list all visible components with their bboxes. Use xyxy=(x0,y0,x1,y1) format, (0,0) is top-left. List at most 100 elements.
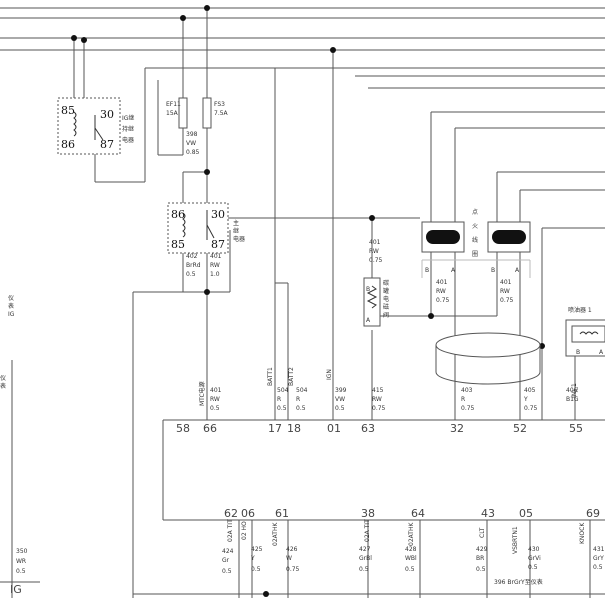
coil-label: 点火线圈 xyxy=(472,208,478,258)
main-relay-w1-color: BrRd xyxy=(186,262,201,269)
fuse-fs3-name: FS3 xyxy=(214,101,225,108)
coil-right-color: RW xyxy=(500,288,510,295)
upper-pin: 18 xyxy=(287,422,301,435)
lower-pin: 38 xyxy=(361,507,375,520)
lower-pin: 43 xyxy=(481,507,495,520)
ig-relay: 85 86 30 87 IG继持继电器 xyxy=(57,97,134,155)
upper-w4-code: 415 xyxy=(372,387,384,394)
lower-w3-color: GrBl xyxy=(359,555,372,562)
lower-w7-color: GrY xyxy=(593,555,604,562)
lower-signal: 02ATHK xyxy=(408,522,415,546)
main-relay-w1-size: 0.5 xyxy=(186,271,196,278)
ig-relay-pin30: 30 xyxy=(100,108,114,121)
lower-signal: VSBRTN1 xyxy=(512,526,519,554)
left-wire-code: 350 xyxy=(16,548,28,555)
upper-w3-color: VW xyxy=(335,396,345,403)
upper-w5-color: R xyxy=(461,396,465,403)
ig-relay-label: IG继持继电器 xyxy=(122,114,134,144)
upper-pin: 58 xyxy=(176,422,190,435)
valve-color: RW xyxy=(369,248,379,255)
upper-w0-color: RW xyxy=(210,396,220,403)
upper-w2-size: 0.5 xyxy=(296,405,306,412)
lower-w2-size: 0.75 xyxy=(286,566,300,573)
lower-w3-code: 427 xyxy=(359,546,371,553)
main-relay-label: 主继电器 xyxy=(233,219,245,243)
coil-left-pin-a: A xyxy=(451,267,456,274)
lower-w4-code: 428 xyxy=(405,546,417,553)
upper-w5-size: 0.75 xyxy=(461,405,475,412)
main-relay-pin87: 87 xyxy=(211,238,225,251)
lower-w5-code: 429 xyxy=(476,546,488,553)
upper-w2-code: 504 xyxy=(296,387,308,394)
fuse-ef11-name: EF11 xyxy=(166,101,181,108)
fuse-wire-code: 398 xyxy=(186,131,198,138)
lower-w6-color: GrVi xyxy=(528,555,541,562)
upper-pin: 63 xyxy=(361,422,375,435)
lower-w7-code: 431 xyxy=(593,546,605,553)
lower-pin: 64 xyxy=(411,507,425,520)
coil-right-pin-a: A xyxy=(515,267,520,274)
lower-note: 396 BrGrY至仪表 xyxy=(494,578,543,586)
upper-signal-batt1: BATT1 xyxy=(267,367,274,386)
upper-pin: 01 xyxy=(327,422,341,435)
main-relay-w2-color: RW xyxy=(210,262,220,269)
lower-signal: 02ATHK xyxy=(272,522,279,546)
upper-signal-inj: INJ_1 xyxy=(571,383,578,398)
main-relay-pin30: 30 xyxy=(211,208,225,221)
upper-w4-size: 0.75 xyxy=(372,405,386,412)
upper-w2-color: R xyxy=(296,396,300,403)
coil-right-size: 0.75 xyxy=(500,297,514,304)
upper-w6-color: Y xyxy=(523,396,528,403)
lower-signal: KNOCK xyxy=(579,522,586,544)
valve-label: 碳罐电磁阀 xyxy=(383,279,389,319)
upper-pin: 52 xyxy=(513,422,527,435)
junction-dots xyxy=(71,5,545,597)
left-wire-size: 0.5 xyxy=(16,568,26,575)
ig-relay-pin85: 85 xyxy=(61,104,75,117)
main-relay-w1-code: 402 xyxy=(186,253,198,260)
valve-code: 401 xyxy=(369,239,381,246)
lower-w0-code: 424 xyxy=(222,548,234,555)
lower-pin: 69 xyxy=(586,507,600,520)
lower-w6-code: 430 xyxy=(528,546,540,553)
upper-pin: 66 xyxy=(203,422,217,435)
lower-w6-size: 0.5 xyxy=(528,564,538,571)
upper-w7-code: 406 xyxy=(566,387,578,394)
valve-size: 0.75 xyxy=(369,257,383,264)
lower-pin: 62 xyxy=(224,507,238,520)
lower-signal: CLT xyxy=(479,527,486,538)
lower-w1-color: Y xyxy=(250,555,255,562)
valve-pin-b: B xyxy=(366,286,370,293)
lower-w3-size: 0.5 xyxy=(359,566,369,573)
main-relay-pin86: 86 xyxy=(171,208,185,221)
upper-w4-color: RW xyxy=(372,396,382,403)
upper-w6-size: 0.75 xyxy=(524,405,538,412)
upper-pin: 55 xyxy=(569,422,583,435)
upper-w6-code: 405 xyxy=(524,387,536,394)
main-relay-pin85: 85 xyxy=(171,238,185,251)
ig-relay-pin87: 87 xyxy=(100,138,114,151)
coil-left-pin-b: B xyxy=(425,267,429,274)
lower-w7-size: 0.5 xyxy=(593,564,603,571)
lower-w5-size: 0.5 xyxy=(476,566,486,573)
lower-w4-size: 0.5 xyxy=(405,566,415,573)
wires xyxy=(0,7,605,598)
lower-signal: 02A TIT xyxy=(227,519,234,542)
main-relay-w2-code: 401 xyxy=(210,253,222,260)
upper-w1-code: 504 xyxy=(277,387,289,394)
lower-w2-code: 426 xyxy=(286,546,298,553)
fuses: EF11 15A FS3 7.5A 398 VW 0.85 xyxy=(166,97,229,156)
coil-right-pin-b: B xyxy=(491,267,495,274)
upper-w0-size: 0.5 xyxy=(210,405,220,412)
lower-pin: 06 xyxy=(241,507,255,520)
lower-connector: 62 06 61 38 64 43 05 69 02A TIT 02 HO 02… xyxy=(222,507,605,586)
lower-signal: 02A TIT xyxy=(364,519,371,542)
upper-signal-ign: IGN xyxy=(326,369,333,380)
ig-relay-pin86: 86 xyxy=(61,138,75,151)
coil-right-code: 401 xyxy=(500,279,512,286)
lower-pin: 61 xyxy=(275,507,289,520)
coil-left-color: RW xyxy=(436,288,446,295)
